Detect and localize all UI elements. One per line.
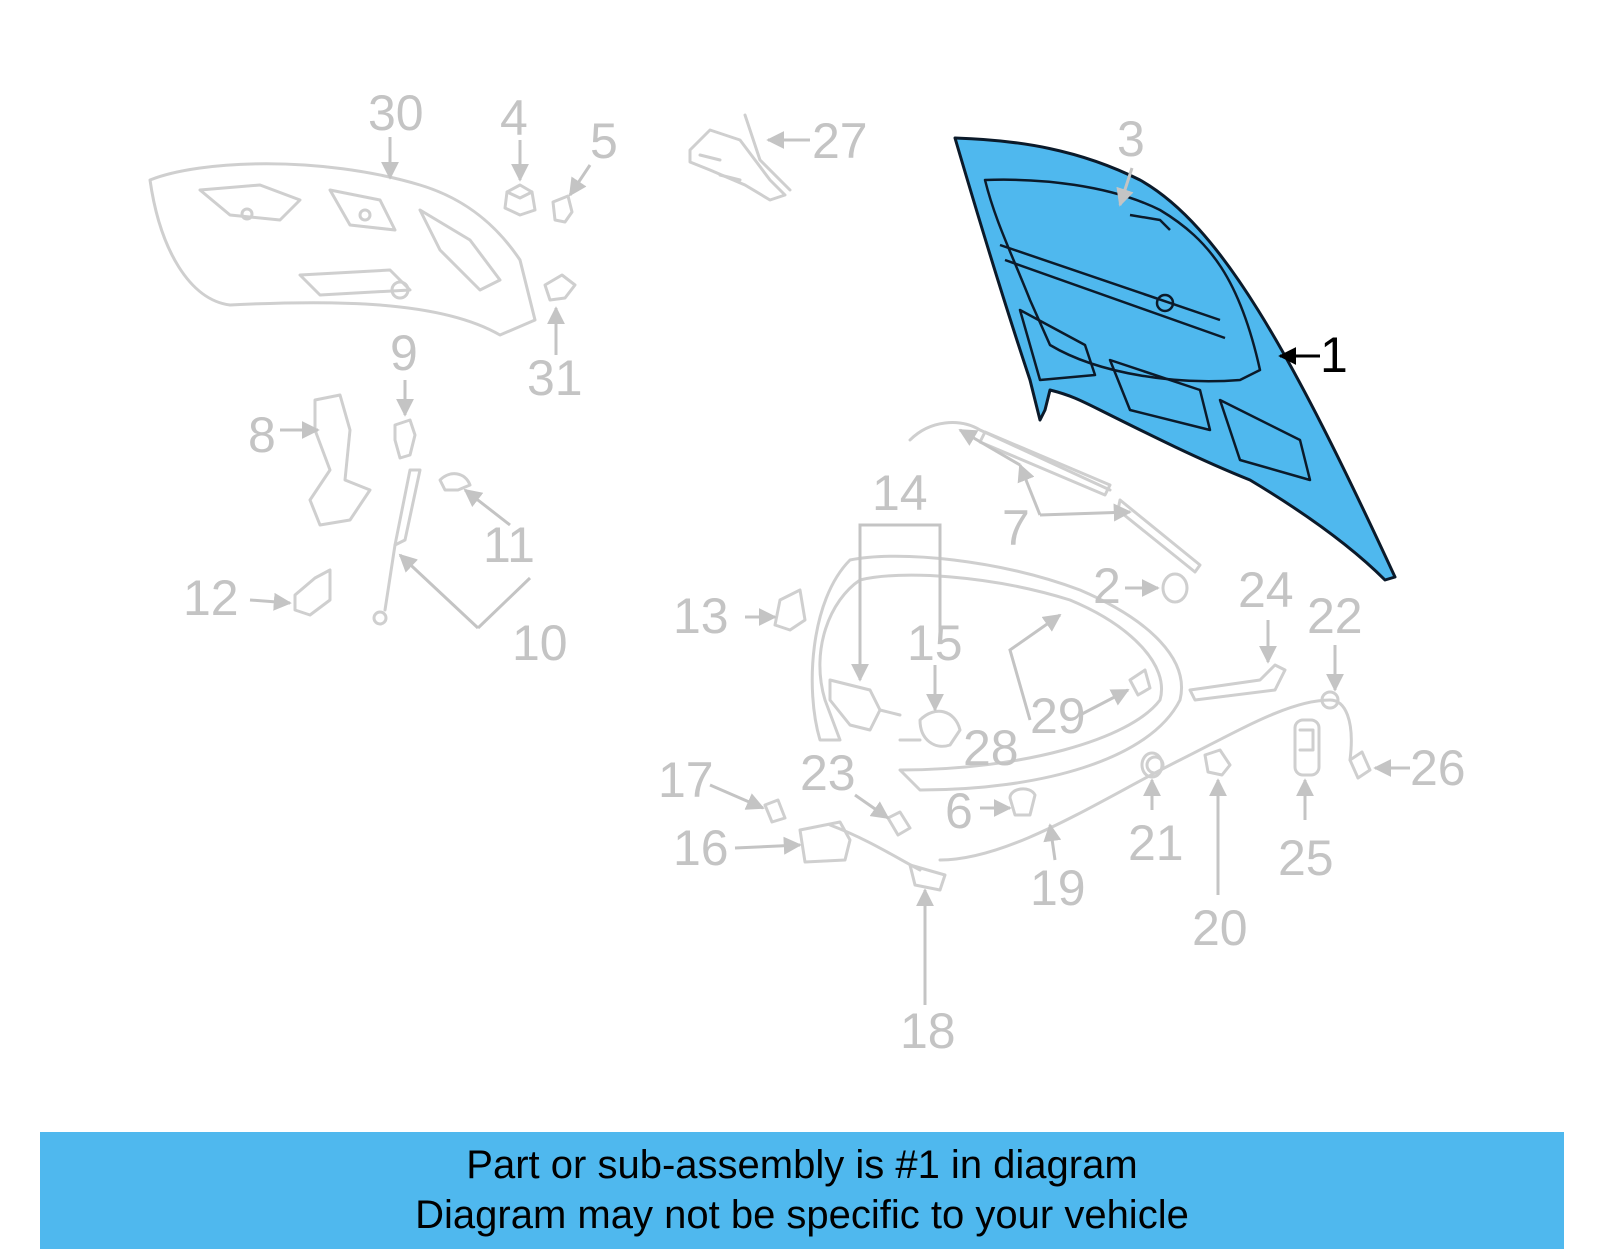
hinge-part[interactable] [688,113,792,202]
release-handle-part[interactable] [1293,718,1321,777]
callout-31: 31 [527,350,583,406]
hood-panel-highlighted[interactable] [953,136,1397,582]
callout-30: 30 [368,85,424,141]
callout-16: 16 [673,820,729,876]
callout-12: 12 [183,570,239,626]
switch-module-part[interactable] [798,820,852,864]
stop-part[interactable] [393,418,417,460]
callout-8: 8 [248,407,276,463]
callout-5: 5 [590,113,618,169]
callout-18: 18 [900,1003,956,1059]
callout-15: 15 [907,615,963,671]
latch-bracket-part[interactable] [1188,663,1287,702]
lift-support-part[interactable] [372,468,422,626]
side-bracket-part[interactable] [308,393,372,527]
callout-10: 10 [512,615,568,671]
bracket-part[interactable] [543,273,577,302]
callout-9: 9 [390,325,418,381]
callout-26: 26 [1410,740,1466,796]
info-banner: Part or sub-assembly is #1 in diagram Di… [40,1132,1564,1249]
strut-bracket-part[interactable] [293,568,332,617]
banner-line-part-number: Part or sub-assembly is #1 in diagram [466,1143,1138,1187]
hood-bumper-part[interactable] [1008,787,1037,817]
hood-latch-part[interactable] [828,678,902,732]
connector-part[interactable] [886,810,912,837]
cable-grommet-part[interactable] [1140,751,1164,779]
callout-28: 28 [963,720,1019,776]
callout-4: 4 [500,90,528,146]
callout-24: 24 [1238,562,1294,618]
banner-line-disclaimer: Diagram may not be specific to your vehi… [415,1193,1189,1237]
insulator-pad-part[interactable] [148,162,537,337]
callout-23: 23 [800,745,856,801]
body-seal-part[interactable] [810,554,1183,792]
callout-20: 20 [1192,900,1248,956]
clip-part[interactable] [551,194,574,224]
bumper-part[interactable] [503,183,537,217]
callout-1: 1 [1320,327,1348,383]
callout-2: 2 [1093,558,1121,614]
parts-diagram: 30 4 5 27 3 1 31 9 8 11 12 10 14 7 2 24 … [148,85,1466,1059]
callout-14: 14 [872,465,928,521]
callout-19: 19 [1030,860,1086,916]
plug-part[interactable] [1161,572,1189,604]
retainer-clip-part[interactable] [1203,748,1232,777]
callout-6: 6 [945,783,973,839]
callout-21: 21 [1128,815,1184,871]
callout-22: 22 [1307,588,1363,644]
wire-clip-part[interactable] [763,798,787,824]
cable-clip-part[interactable] [1128,668,1152,697]
grommet-part[interactable] [438,472,472,492]
callout-29: 29 [1030,688,1086,744]
callout-11: 11 [483,517,535,573]
harness-bracket-part[interactable] [828,823,947,892]
small-bracket-part[interactable] [773,588,807,632]
sensor-part[interactable] [898,709,962,748]
callout-3: 3 [1117,111,1145,167]
callout-13: 13 [673,588,729,644]
weatherstrip-part[interactable] [908,421,1202,574]
callout-17: 17 [658,752,714,808]
callout-7: 7 [1002,500,1030,556]
callout-27: 27 [812,113,868,169]
callout-25: 25 [1278,830,1334,886]
cable-end-clip-part[interactable] [1348,750,1372,780]
